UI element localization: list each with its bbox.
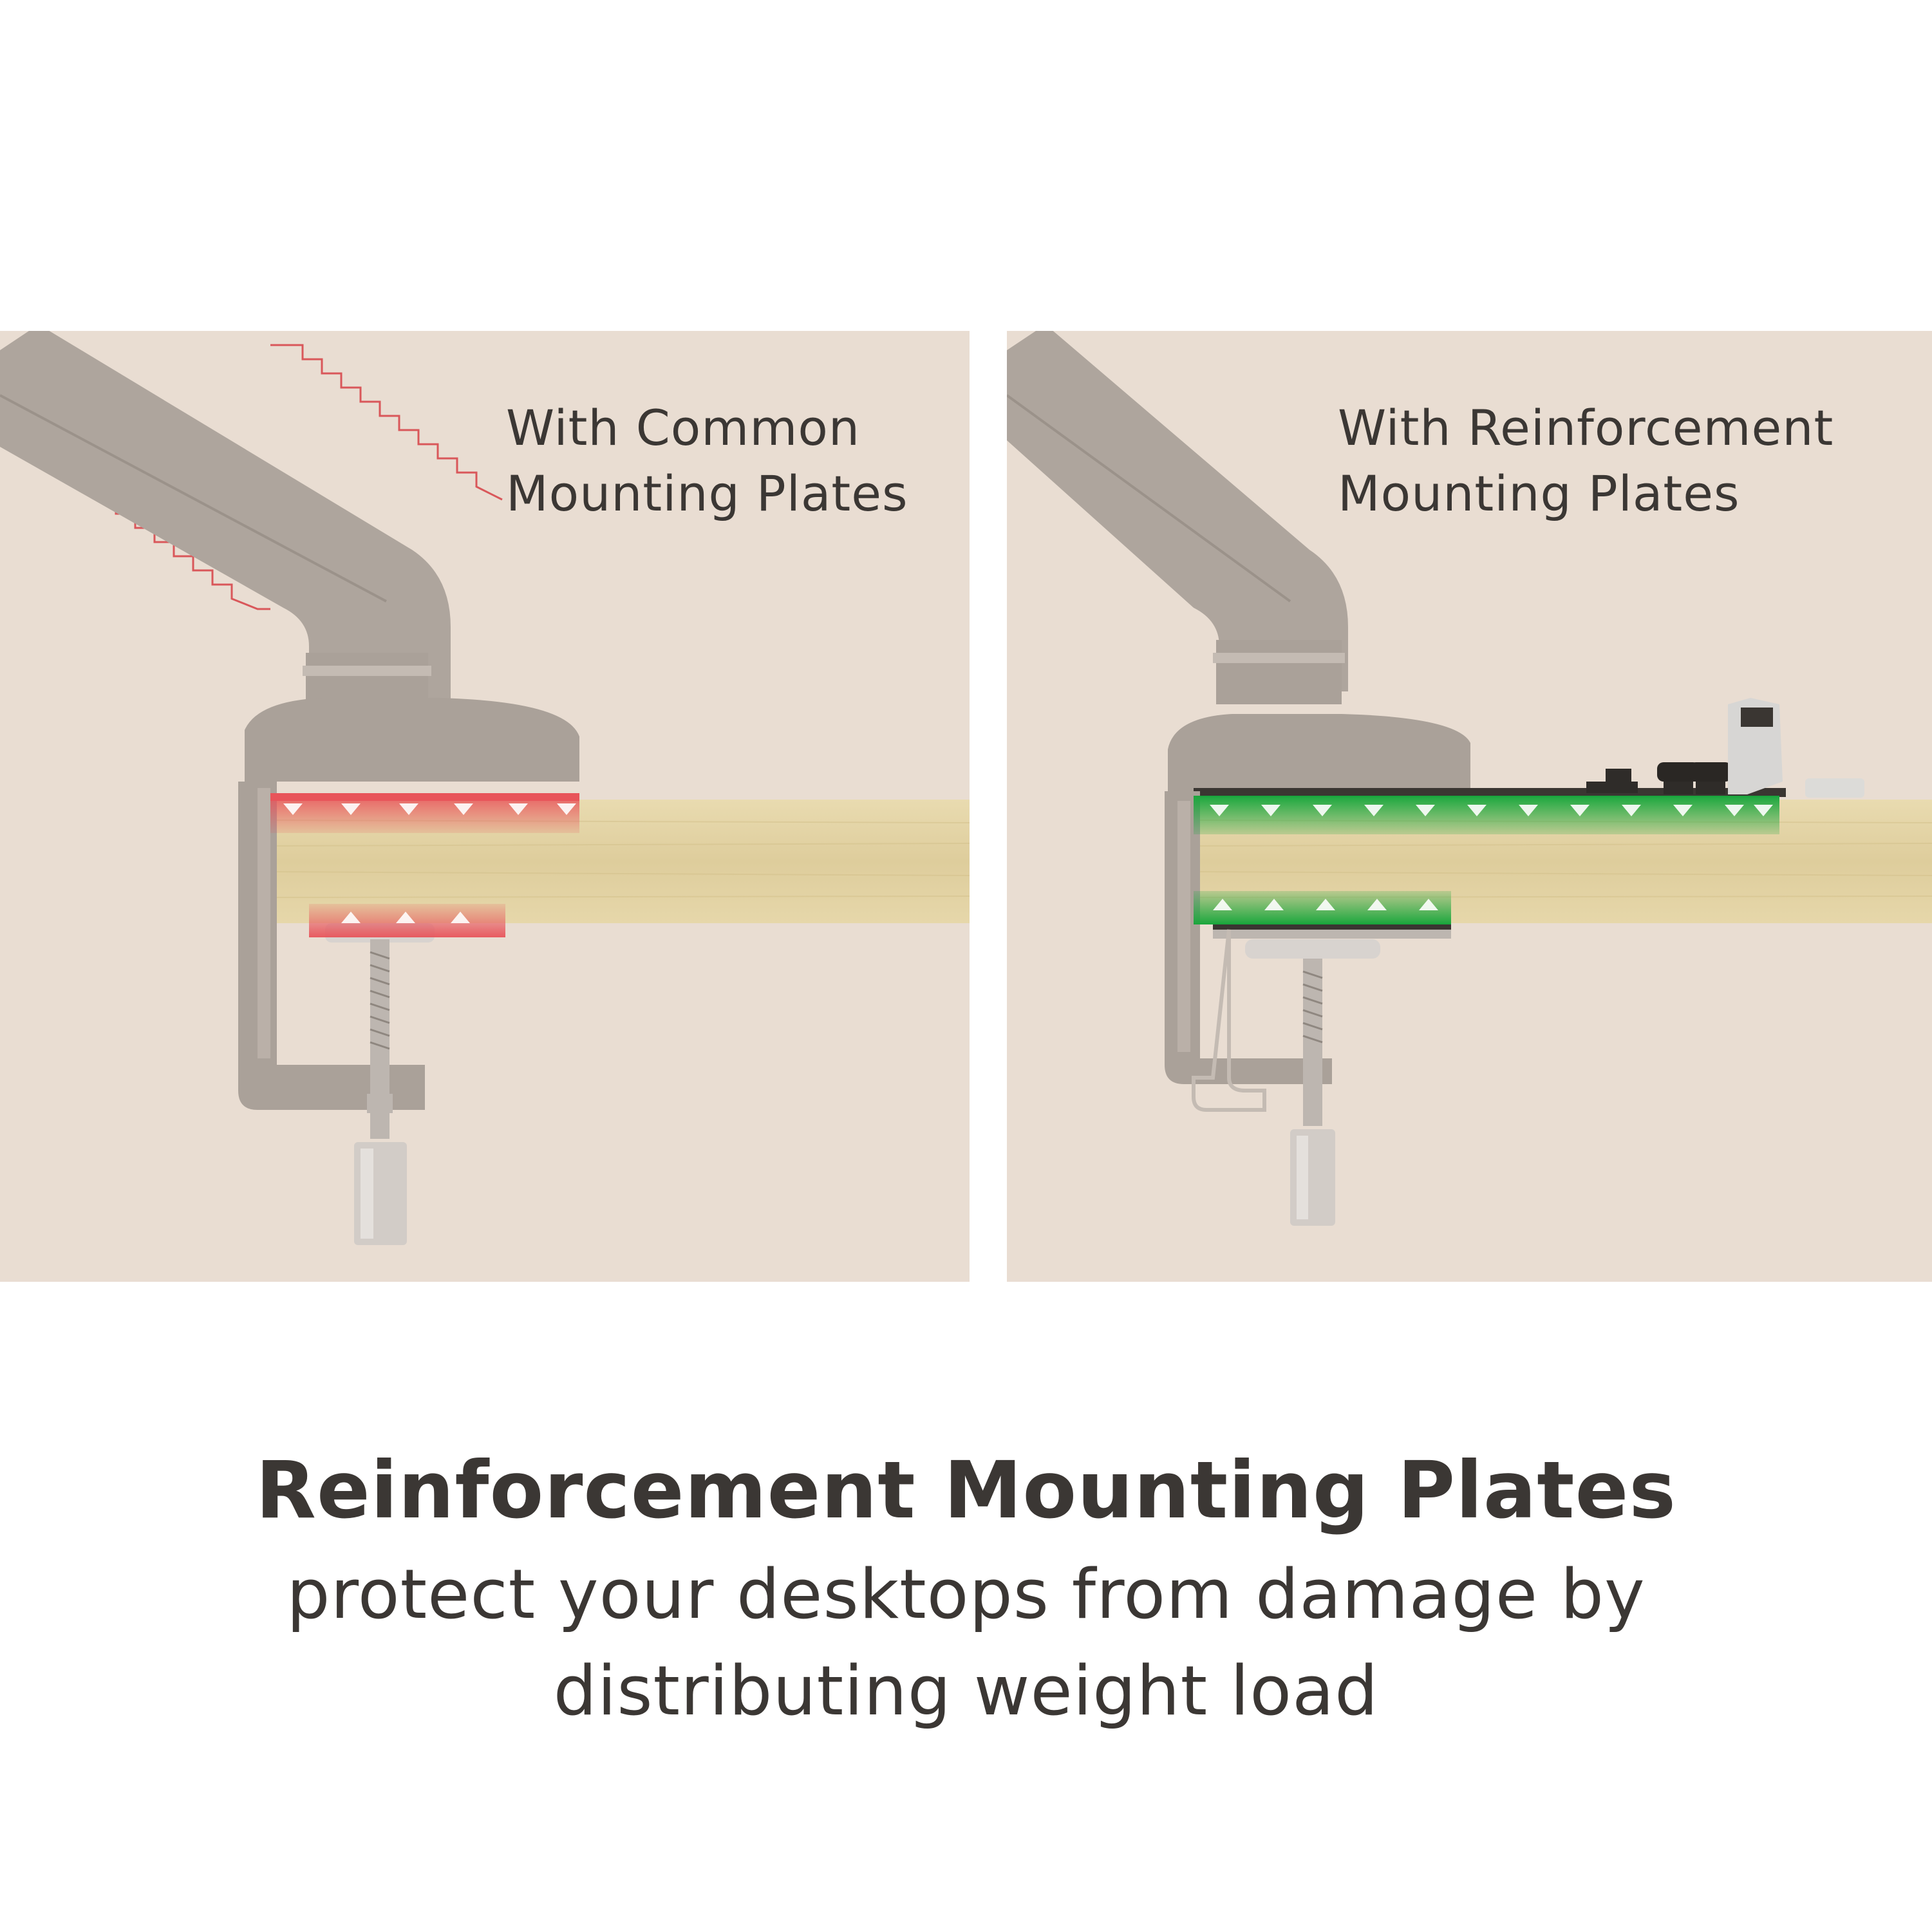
down-arrows — [283, 803, 576, 815]
plate-knobs — [1586, 762, 1732, 794]
plate-end-cap — [1805, 778, 1864, 798]
up-arrows — [1213, 899, 1438, 910]
arm-segment — [0, 331, 451, 717]
up-arrows — [341, 912, 470, 923]
arm-column — [1216, 640, 1342, 704]
clamp-screw — [370, 939, 389, 1094]
c-clamp — [238, 782, 425, 1110]
panel-label-reinforcement: With Reinforcement Mounting Plates — [1338, 399, 1834, 522]
reinforced-mount-illustration — [1007, 331, 1932, 1226]
vibration-line-upper — [270, 344, 503, 501]
mount-base — [1168, 714, 1470, 791]
arm-segment — [1007, 331, 1348, 691]
caption-subtitle-line2: distributing weight load — [553, 1651, 1379, 1730]
panel-reinforcement-plates: With Reinforcement Mounting Plates — [1007, 331, 1932, 1282]
clamp-screw — [1303, 959, 1322, 1087]
common-mount-illustration — [0, 331, 970, 1245]
caption-title: Reinforcement Mounting Plates — [256, 1445, 1676, 1536]
pressure-zone-top — [1194, 796, 1779, 834]
down-arrows — [1210, 805, 1773, 816]
panel-common-plates: With Common Mounting Plates — [0, 331, 970, 1282]
panel-label-common: With Common Mounting Plates — [506, 399, 908, 522]
clamp-pad — [1245, 939, 1380, 959]
caption-subtitle-line1: protect your desktops from damage by — [286, 1555, 1646, 1634]
mount-base — [245, 698, 579, 782]
